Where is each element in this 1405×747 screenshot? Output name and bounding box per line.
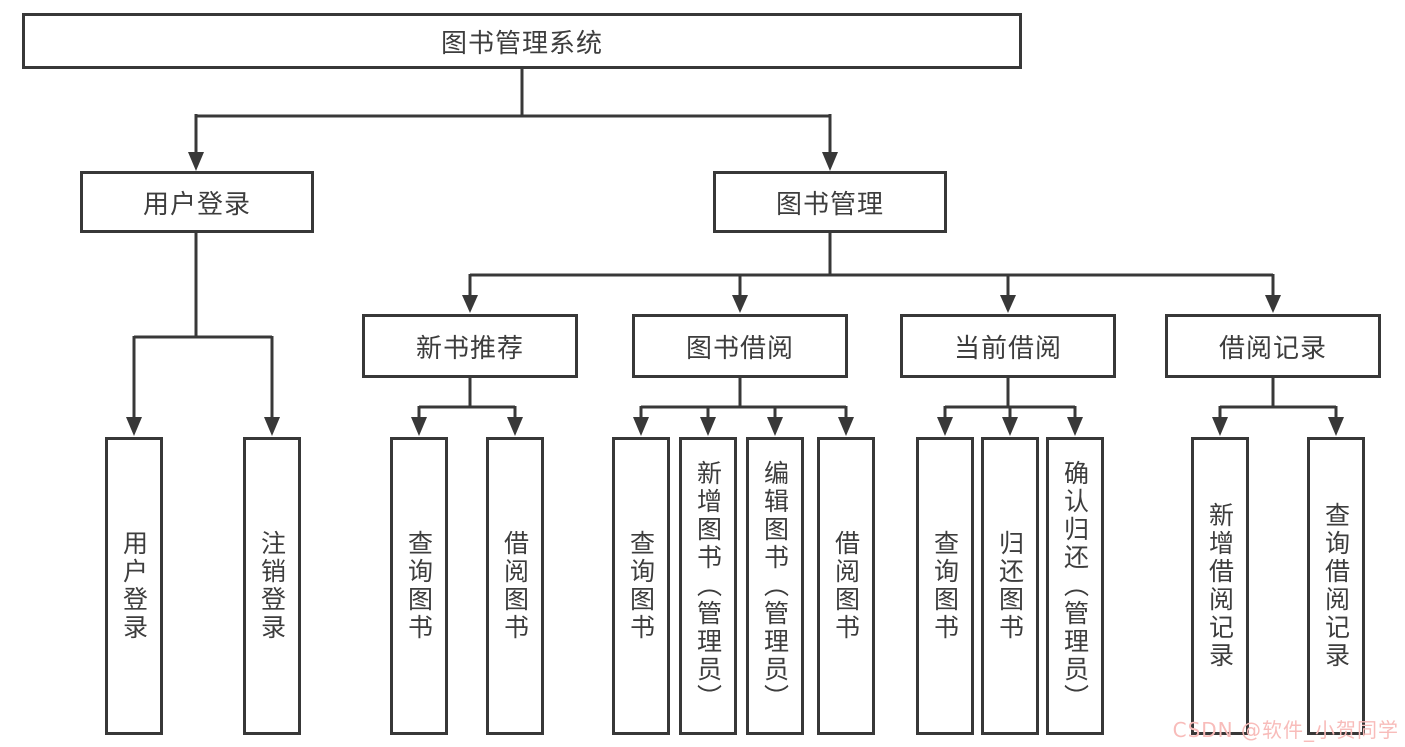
arrowhead-borrowing-records [1265,295,1281,313]
node-current-borrowing: 当前借阅 [900,314,1116,378]
arrowhead-user-login [188,152,204,171]
connector-book-management-branch [468,233,1275,297]
arrowhead-book-borrowing [732,295,748,313]
arrowhead-br-query [1328,417,1344,436]
leaf-edit-book-admin: 编辑图书（管理员） [746,437,804,735]
node-borrowing-records: 借阅记录 [1165,314,1381,378]
node-book-borrowing: 图书借阅 [632,314,848,378]
node-root: 图书管理系统 [22,13,1022,69]
arrowhead-cb-confirm [1067,417,1083,436]
leaf-logout-login: 注销登录 [243,437,301,735]
arrowhead-leaf-logout [264,417,280,436]
arrowhead-bb-borrow [838,417,854,436]
leaf-confirm-return-admin: 确认归还（管理员） [1046,437,1104,735]
arrowhead-nb-borrow [507,417,523,436]
arrowhead-bb-add [700,417,716,436]
arrowhead-br-add [1212,417,1228,436]
node-new-book-recommend: 新书推荐 [362,314,578,378]
leaf-query-books-current: 查询图书 [916,437,974,735]
connector-borrowing-branch [639,378,848,419]
arrowhead-leaf-user-login [126,417,142,436]
connector-new-book-branch [417,378,517,419]
arrowhead-bb-query [633,417,649,436]
node-user-login: 用户登录 [80,171,314,233]
arrowhead-cb-return [1002,417,1018,436]
arrowhead-cb-query [937,417,953,436]
leaf-borrow-books-recommend: 借阅图书 [486,437,544,735]
leaf-user-login: 用户登录 [105,437,163,735]
leaf-borrow-books-borrowing: 借阅图书 [817,437,875,735]
arrowhead-book-management [822,152,838,171]
leaf-add-borrow-record: 新增借阅记录 [1191,437,1249,735]
leaf-return-books: 归还图书 [981,437,1039,735]
connector-current-branch [943,378,1077,419]
arrowhead-new-book-recommend [462,295,478,313]
arrowhead-bb-edit [767,417,783,436]
node-book-management: 图书管理 [713,171,947,233]
leaf-add-book-admin: 新增图书（管理员） [679,437,737,735]
arrowhead-nb-query [411,417,427,436]
connector-user-login-branch [132,233,274,419]
leaf-query-borrow-record: 查询借阅记录 [1307,437,1365,735]
csdn-watermark: CSDN @软件_小贺同学 [1172,718,1399,742]
leaf-query-books-borrowing: 查询图书 [612,437,670,735]
leaf-query-books-recommend: 查询图书 [390,437,448,735]
connector-records-branch [1218,378,1338,419]
connector-root-branch [194,69,832,154]
arrowhead-current-borrowing [1000,295,1016,313]
